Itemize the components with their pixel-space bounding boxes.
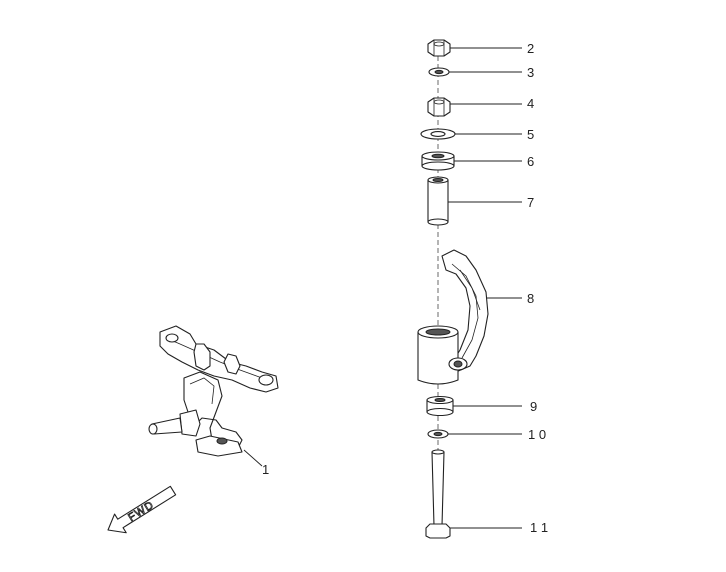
part-6-spacer [421,151,455,171]
part-11-bolt [425,449,451,539]
callout-2: 2 [527,41,534,56]
part-10-washer [427,429,449,439]
callout-11: 1 1 [530,520,548,535]
callout-5: 5 [527,127,534,142]
steering-knuckle-assembly [148,325,279,457]
callout-9: 9 [530,399,537,414]
callout-7: 7 [527,195,534,210]
callout-8: 8 [527,291,534,306]
callout-10: 1 0 [528,427,546,442]
callout-6: 6 [527,154,534,169]
part-7-sleeve [427,176,449,226]
part-9-bushing [426,395,454,417]
callout-1: 1 [262,462,269,477]
callout-3: 3 [527,65,534,80]
part-3-washer [428,67,450,77]
part-8-steering-arm [417,249,489,385]
part-5-washer [420,128,456,140]
leader-lines [243,47,522,529]
fwd-label: FWD [126,499,156,524]
forward-direction-arrow: FWD [107,485,177,534]
callout-labels: 1 2 3 4 5 6 7 8 9 1 0 1 1 [262,41,548,535]
part-2-nut [427,39,451,57]
callout-4: 4 [527,96,534,111]
part-4-nut [427,97,451,117]
